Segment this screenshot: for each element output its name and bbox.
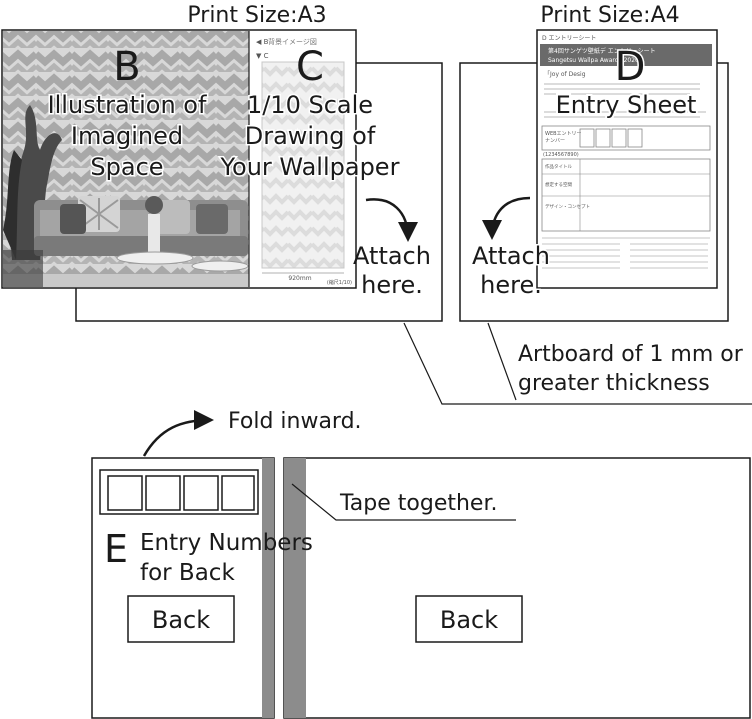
- tape-together-label: Tape together.: [339, 491, 497, 516]
- entry-sheet-theme: 「Joy of Desig: [544, 71, 586, 78]
- entry-number-boxes: [99, 469, 259, 515]
- field-space: 想定する空間: [545, 181, 572, 188]
- attach-right-line2: here.: [480, 271, 542, 299]
- web-entry-label: WEBエントリー: [545, 131, 582, 137]
- back-box-left: [127, 595, 235, 643]
- svg-text:背景イメージ図: 背景イメージ図: [268, 37, 317, 46]
- attach-arrow-left: [365, 198, 418, 242]
- d-label: Entry Sheet: [556, 91, 697, 119]
- a3-print-sheet: ◀ B 背景イメージ図 ▼ C 920mm (縮尺1/10): [1, 29, 357, 289]
- fold-arrow: [142, 410, 214, 457]
- attach-arrow-right: [482, 196, 531, 240]
- back-label-right: Back: [440, 606, 498, 634]
- a4-entry-sheet: D エントリーシート 第4回サンゲツ壁紙デ エントリーシート Sangetsu …: [536, 29, 718, 289]
- a3-dimension: 920mm: [288, 275, 311, 282]
- e-label-line1: Entry Numbers: [140, 530, 313, 556]
- letter-c: C: [296, 44, 324, 90]
- back-box-right: [415, 595, 523, 643]
- e-label-line2: for Back: [140, 560, 235, 586]
- entry-sheet-header: D エントリーシート: [542, 35, 596, 42]
- fold-inward-label: Fold inward.: [228, 409, 362, 434]
- print-size-a3-label: Print Size:A3: [187, 3, 326, 28]
- web-entry-label-2: ナンバー: [545, 138, 565, 144]
- entry-sheet-banner-2: Sangetsu Wallpa Awards 2020: [548, 57, 639, 64]
- a3-header-b: ◀ B: [256, 38, 269, 46]
- back-label-left: Back: [152, 606, 210, 634]
- web-entry-number: (1234567890): [543, 152, 579, 158]
- artboard-label-line1: Artboard of 1 mm or: [518, 342, 744, 367]
- tape-strip-right: [284, 458, 306, 718]
- field-title: 作品タイトル: [545, 163, 572, 170]
- attach-right-line1: Attach: [472, 242, 550, 270]
- b-label-line3: Space: [90, 153, 163, 181]
- attach-left-line1: Attach: [353, 242, 431, 270]
- illustration-imagined-space: [3, 31, 249, 287]
- artboard-label-line2: greater thickness: [518, 371, 710, 396]
- attach-left-line2: here.: [361, 271, 423, 299]
- letter-e: E: [104, 527, 128, 571]
- a3-header-c: ▼ C: [256, 52, 269, 60]
- artboard-leader-right: [487, 322, 517, 401]
- tape-strip-left: [262, 458, 274, 718]
- c-label-line1: 1/10 Scale: [247, 91, 373, 119]
- b-label-line2: Imagined: [71, 122, 183, 150]
- print-size-a4-label: Print Size:A4: [540, 3, 679, 28]
- letter-d: D: [615, 44, 646, 90]
- right-back-panel: [283, 457, 751, 719]
- tape-leader: [291, 483, 516, 521]
- artboard-leader-left: [403, 322, 752, 405]
- c-label-line3: Your Wallpaper: [220, 153, 400, 181]
- a3-scale-note: (縮尺1/10): [327, 279, 352, 286]
- field-concept: デザイン・コンセプト: [545, 203, 590, 210]
- c-label-line2: Drawing of: [245, 122, 376, 150]
- scale-drawing-area: ◀ B 背景イメージ図 ▼ C 920mm (縮尺1/10): [248, 31, 352, 287]
- b-label-line1: Illustration of: [48, 91, 207, 119]
- letter-b: B: [113, 44, 140, 90]
- entry-sheet-banner-1: 第4回サンゲツ壁紙デ エントリーシート: [548, 47, 656, 55]
